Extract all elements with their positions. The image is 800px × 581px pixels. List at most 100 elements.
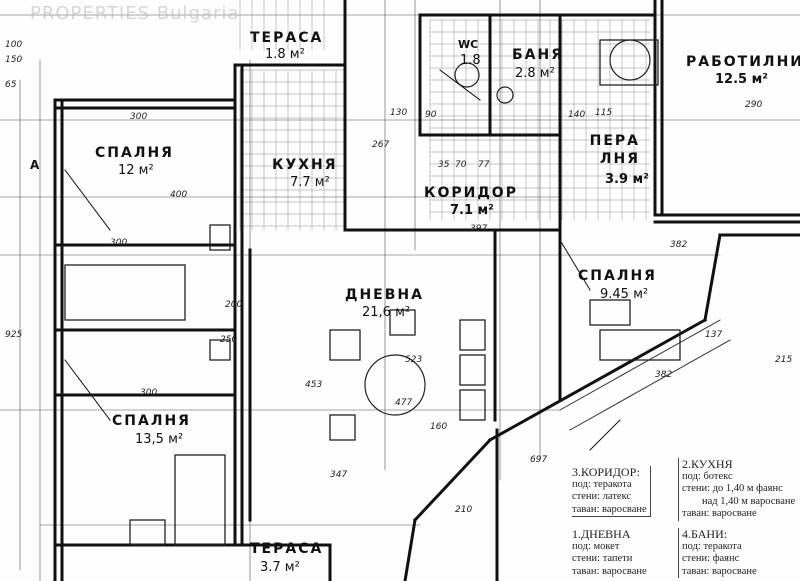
sink [496, 86, 514, 104]
section-marker: A [30, 158, 42, 172]
dimension-label: 453 [305, 380, 323, 390]
legend-kitchen: 2.КУХНЯ под: ботекс стени: до 1,40 м фая… [678, 458, 795, 521]
dimension-label: 35 [438, 160, 450, 170]
dimension-label: 150 [5, 55, 23, 65]
dimension-label: 210 [455, 505, 473, 515]
door-swing [559, 239, 591, 291]
room-label-laundry: ПЕРАЛНЯ [589, 133, 640, 167]
dimension-label: 115 [595, 108, 613, 118]
room-label-bedroom-12: СПАЛНЯ [95, 145, 174, 161]
bed [589, 299, 631, 326]
dimension-label: 347 [330, 470, 348, 480]
room-label-living-room: ДНЕВНА [345, 287, 424, 303]
room-area-living-room: 21,6 м² [362, 305, 411, 320]
sofa-cushion [459, 319, 486, 351]
stove [209, 339, 231, 361]
stove [209, 224, 231, 251]
dimension-label: 200 [225, 300, 243, 310]
dimension-label: 300 [110, 238, 128, 248]
dimension-label: 77 [478, 160, 490, 170]
dimension-label: 697 [530, 455, 548, 465]
dimension-label: 477 [395, 398, 413, 408]
dimension-label: 100 [5, 40, 23, 50]
room-area-bedroom-12: 12 м² [118, 163, 154, 178]
dimension-label: 397 [470, 224, 488, 234]
dimension-label: 90 [425, 110, 437, 120]
dimension-line [569, 339, 731, 431]
dimension-label: 70 [455, 160, 467, 170]
room-area-laundry: 3.9 м² [605, 172, 649, 187]
legend-line: стени: тапети [572, 553, 633, 564]
watermark: PROPERTIES Bulgaria [30, 3, 240, 24]
sofa-cushion [459, 354, 486, 386]
chair [389, 309, 416, 336]
dimension-label: 137 [705, 330, 723, 340]
legend-line: над 1,40 м варосване [702, 495, 796, 507]
room-area-bathroom: 2.8 м² [515, 66, 555, 81]
legend-baths: 4.БАНИ: под: теракота стени: фаянс таван… [678, 528, 757, 578]
room-label-wc: WC [458, 38, 479, 51]
legend-line: таван: варосване [572, 565, 647, 577]
washing-machine [609, 39, 651, 81]
dimension-label: 300 [140, 388, 158, 398]
sofa-cushion [459, 389, 486, 421]
room-label-workshop: РАБОТИЛНИ [686, 54, 800, 70]
legend-title: 3.КОРИДОР: [572, 465, 641, 479]
room-area-corridor: 7.1 м² [450, 203, 494, 218]
toilet [454, 62, 480, 88]
wall [487, 317, 708, 443]
room-label-bedroom-135: СПАЛНЯ [112, 413, 191, 429]
legend-title: 4.БАНИ: [682, 527, 728, 541]
legend-line: стени: латекс [572, 491, 632, 502]
dimension-label: 382 [670, 240, 688, 250]
legend-corridor: 3.КОРИДОР: под: теракота стени: латекс т… [572, 466, 651, 517]
room-label-bedroom-945: СПАЛНЯ [578, 268, 657, 284]
dimension-label: 925 [5, 330, 23, 340]
room-label-corridor: КОРИДОР [424, 185, 518, 201]
legend-line: стени: до 1,40 м фаянс [682, 483, 783, 494]
dimension-label: 290 [745, 100, 763, 110]
dimension-label: 215 [775, 355, 793, 365]
room-label-bathroom: БАНЯ [512, 47, 565, 63]
wardrobe [64, 264, 186, 321]
room-area-terrace-top: 1.8 м² [265, 47, 305, 62]
legend-living: 1.ДНЕВНА под: мокет стени: тапети таван:… [572, 528, 647, 578]
legend-line: под: теракота [682, 540, 742, 552]
legend-title: 1.ДНЕВНА [572, 527, 631, 541]
legend-line: под: ботекс [682, 470, 733, 482]
dining-table [364, 354, 426, 416]
room-area-kitchen: 7.7 м² [290, 175, 330, 190]
dimension-label: 65 [5, 80, 17, 90]
dimension-label: 400 [170, 190, 188, 200]
room-area-wc: 1.8 [460, 53, 481, 68]
door-swing [589, 419, 621, 451]
chair [329, 329, 361, 361]
wall [703, 233, 722, 322]
legend-line: таван: варосване [572, 503, 647, 515]
desk [129, 519, 166, 546]
legend-line: таван: варосване [682, 508, 757, 519]
wall [403, 518, 417, 581]
wall [412, 437, 493, 523]
door-swing [64, 359, 111, 421]
dimension-label: 160 [430, 422, 448, 432]
room-area-bedroom-945: 9.45 м² [600, 287, 649, 302]
legend-title: 2.КУХНЯ [682, 457, 733, 471]
dimension-label: 250 [220, 335, 238, 345]
wardrobe [174, 454, 226, 546]
chair [329, 414, 356, 441]
legend-line: таван: варосване [682, 565, 757, 577]
room-label-terrace-bottom: ТЕРАСА [250, 541, 324, 557]
washing-machine-frame [599, 39, 659, 86]
dimension-label: 140 [568, 110, 586, 120]
legend-line: под: мокет [572, 540, 620, 552]
room-label-kitchen: КУХНЯ [272, 157, 338, 173]
room-area-workshop: 12.5 м² [715, 72, 768, 87]
dimension-label: 523 [405, 355, 423, 365]
bed [599, 329, 681, 361]
door-swing [64, 169, 111, 231]
dimension-label: 382 [655, 370, 673, 380]
dimension-label: 300 [130, 112, 148, 122]
